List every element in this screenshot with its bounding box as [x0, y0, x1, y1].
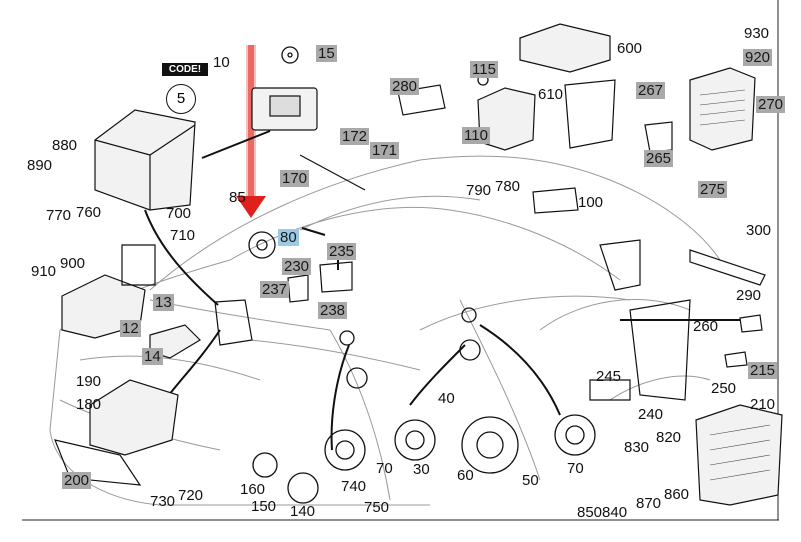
part-number-p14: 14 [142, 348, 163, 365]
part-number-p13: 13 [153, 294, 174, 311]
part-number-p830: 830 [624, 439, 650, 456]
part-number-p890: 890 [27, 157, 53, 174]
code-badge: CODE! [162, 63, 208, 76]
part-number-p10: 10 [213, 54, 230, 71]
part-number-p930: 930 [744, 25, 770, 42]
part-number-p12: 12 [120, 320, 141, 337]
part-number-p267: 267 [636, 82, 666, 99]
part-number-p710: 710 [170, 227, 196, 244]
part-number-p110: 110 [462, 127, 490, 144]
part-number-p235: 235 [327, 243, 357, 260]
part-number-p760: 760 [76, 204, 102, 221]
part-number-p750: 750 [364, 499, 390, 516]
part-number-p140: 140 [290, 503, 316, 520]
part-number-p172: 172 [340, 128, 370, 145]
part-number-p200: 200 [62, 472, 92, 489]
part-number-p900: 900 [60, 255, 86, 272]
part-number-p300: 300 [746, 222, 772, 239]
part-number-p180: 180 [76, 396, 102, 413]
part-number-p115: 115 [470, 61, 498, 78]
part-number-p100: 100 [578, 194, 604, 211]
part-number-p770: 770 [46, 207, 72, 224]
part-number-p270: 270 [756, 96, 786, 113]
part-number-p245: 245 [596, 368, 622, 385]
part-number-p70a: 70 [376, 460, 393, 477]
part-number-p150: 150 [251, 498, 277, 515]
part-number-p215: 215 [748, 362, 778, 379]
part-number-p60: 60 [457, 467, 474, 484]
part-number-p237: 237 [260, 281, 290, 298]
part-number-p265: 265 [644, 150, 674, 167]
part-number-p85: 85 [229, 189, 246, 206]
part-number-p50: 50 [522, 472, 539, 489]
part-number-p920: 920 [743, 49, 773, 66]
part-number-p780: 780 [495, 178, 521, 195]
part-number-p700: 700 [166, 205, 192, 222]
part-number-p250: 250 [711, 380, 737, 397]
part-number-p870: 870 [636, 495, 662, 512]
part-number-p910: 910 [31, 263, 57, 280]
part-number-p171: 171 [370, 142, 400, 159]
part-number-p740: 740 [341, 478, 367, 495]
part-number-p230: 230 [282, 258, 312, 275]
part-number-p40: 40 [438, 390, 455, 407]
part-number-p730: 730 [150, 493, 176, 510]
part-number-p610: 610 [538, 86, 564, 103]
part-number-p720: 720 [178, 487, 204, 504]
part-number-p290: 290 [736, 287, 762, 304]
part-number-p260: 260 [693, 318, 719, 335]
part-number-p15: 15 [316, 45, 337, 62]
part-number-p70b: 70 [567, 460, 584, 477]
part-number-p600: 600 [617, 40, 643, 57]
part-number-p280: 280 [390, 78, 420, 95]
part-number-p30: 30 [413, 461, 430, 478]
part-number-p820: 820 [656, 429, 682, 446]
part-number-p80: 80 [278, 229, 299, 246]
part-number-p860: 860 [664, 486, 690, 503]
part-number-p275: 275 [698, 181, 728, 198]
part-number-p170: 170 [280, 170, 310, 187]
part-number-p850840: 850840 [577, 504, 628, 521]
part-number-p190: 190 [76, 373, 102, 390]
part-number-p240: 240 [638, 406, 664, 423]
part-number-p880: 880 [52, 137, 78, 154]
part-number-p238: 238 [318, 302, 348, 319]
part-number-p790: 790 [466, 182, 492, 199]
part-number-p160: 160 [240, 481, 266, 498]
callout-circle-5: 5 [166, 84, 196, 114]
part-number-p210: 210 [750, 396, 776, 413]
